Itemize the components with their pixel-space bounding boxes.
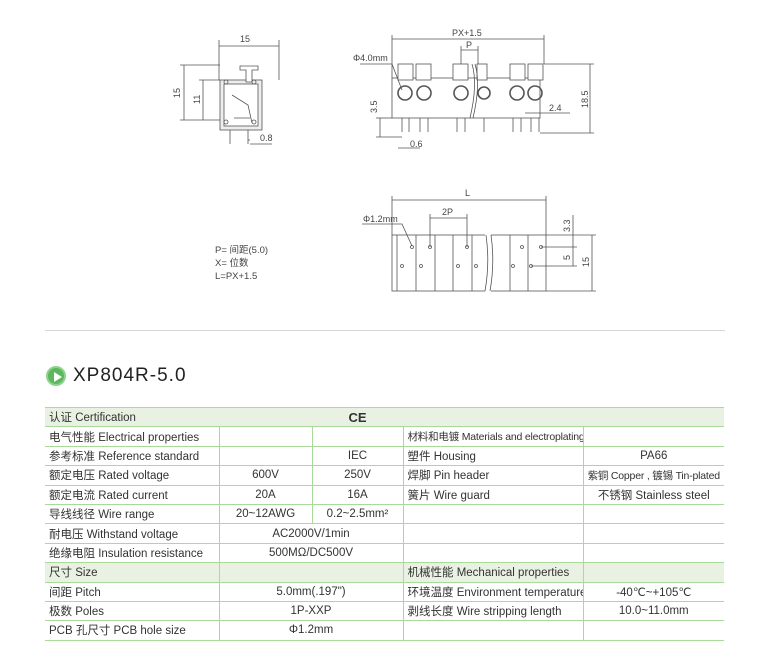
cell-value	[582, 620, 724, 641]
cell-value	[582, 426, 724, 447]
cell-value: 1P-XXP	[218, 600, 403, 622]
note-length: L=PX+1.5	[215, 271, 258, 282]
cell-value: IEC	[311, 445, 403, 467]
cell-label: 间距 Pitch	[45, 581, 219, 602]
cell-label: 机械性能 Mechanical properties	[402, 562, 583, 583]
cell-value: 10.0~11.0mm	[582, 600, 724, 622]
cell-label: 认证 Certification	[45, 406, 219, 428]
cell-label	[402, 523, 583, 544]
dim-front-pinw: 0.6	[410, 139, 423, 149]
cell-value: 0.2~2.5mm²	[311, 503, 403, 525]
cell-value	[218, 445, 312, 467]
dim-bottom-edge: 3.3	[562, 219, 572, 232]
cell-label	[402, 503, 583, 525]
cell-value: 250V	[311, 465, 403, 486]
cell-label: 额定电流 Rated current	[45, 484, 219, 505]
spec-table: 认证 Certification CE 电气性能 Electrical prop…	[45, 406, 724, 641]
cell-label: 材料和电镀 Materials and electroplating	[402, 426, 583, 447]
table-row: 电气性能 Electrical properties 材料和电镀 Material…	[45, 426, 724, 447]
dim-bottom-rowgap: 5	[562, 255, 572, 260]
play-circle-icon	[46, 366, 66, 386]
table-row: 尺寸 Size 机械性能 Mechanical properties	[45, 562, 724, 583]
cell-label: PCB 孔尺寸 PCB hole size	[45, 620, 219, 641]
cell-value: 500MΩ/DC500V	[218, 542, 403, 564]
dim-bottom-depth: 15	[581, 257, 591, 267]
dim-side-width: 15	[240, 34, 250, 44]
cell-label: 导线线径 Wire range	[45, 503, 219, 525]
section-divider	[45, 330, 725, 331]
cell-label: 极数 Poles	[45, 600, 219, 622]
cell-label: 剥线长度 Wire stripping length	[402, 600, 583, 622]
cell-value: 不锈钢 Stainless steel	[582, 484, 724, 505]
product-title: XP804R-5.0	[46, 365, 187, 387]
cell-value: -40℃~+105℃	[582, 581, 724, 602]
cell-label: 环境温度 Environment temperature	[402, 581, 583, 602]
cell-label: 绝缘电阻 Insulation resistance	[45, 542, 219, 564]
side-view-drawing: 15 15 11 0.8	[172, 34, 280, 145]
cell-value: 20A	[218, 484, 312, 505]
cell-label: 塑件 Housing	[402, 445, 583, 467]
dim-bottom-hole: Φ1.2mm	[363, 214, 398, 224]
cell-value	[582, 562, 724, 583]
cell-label: 耐电压 Withstand voltage	[45, 523, 219, 544]
cell-value: 20~12AWG	[218, 503, 312, 525]
dim-side-pin: 0.8	[260, 133, 273, 143]
dim-side-height: 15	[172, 88, 182, 98]
cell-label	[402, 542, 583, 564]
cell-value	[218, 426, 312, 447]
cell-value: Φ1.2mm	[218, 620, 403, 641]
ce-mark: CE	[312, 406, 403, 428]
bottom-view-drawing: L 2P Φ1.2mm 3.3 5 15	[362, 188, 596, 292]
cell-value	[582, 542, 724, 564]
front-view-drawing: PX+1.5 P Φ4.0mm 3.5 0.6 2.4 18.5	[353, 28, 594, 149]
dim-front-offset: 2.4	[549, 103, 562, 113]
cell-value	[582, 503, 724, 525]
product-title-text: XP804R-5.0	[73, 365, 187, 386]
cell-label: 尺寸 Size	[45, 562, 219, 583]
dimension-notes: P= 间距(5.0) X= 位数 L=PX+1.5	[215, 244, 268, 283]
cell-value: 16A	[311, 484, 403, 505]
cell-value: 紫铜 Copper , 镀锡 Tin-plated	[582, 465, 724, 486]
dim-front-hole: Φ4.0mm	[353, 53, 388, 63]
cell-label: 簧片 Wire guard	[402, 484, 583, 505]
cell-value	[218, 562, 403, 583]
cell-label	[402, 620, 583, 641]
dim-bottom-length: L	[465, 188, 470, 198]
cell-value: AC2000V/1min	[218, 523, 403, 544]
cell-value	[582, 523, 724, 544]
dim-front-total: PX+1.5	[452, 28, 482, 38]
dim-front-height: 18.5	[580, 90, 590, 108]
cell-value: 5.0mm(.197")	[218, 581, 403, 602]
cell-value: 600V	[218, 465, 312, 486]
cell-label: 额定电压 Rated voltage	[45, 465, 219, 486]
dim-bottom-2p: 2P	[442, 207, 453, 217]
technical-drawings: 15 15 11 0.8 PX+1.5 P Φ4.0mm 3.5 0.6	[172, 28, 596, 292]
cell-label: 参考标准 Reference standard	[45, 445, 219, 467]
cell-value: PA66	[582, 445, 724, 467]
table-row-certification: 认证 Certification CE	[45, 406, 724, 428]
cell-value	[311, 426, 403, 447]
cell-label: 焊脚 Pin header	[402, 465, 583, 486]
dim-side-inner: 11	[192, 95, 202, 104]
dim-front-pinlen: 3.5	[369, 100, 379, 113]
note-pitch: P= 间距(5.0)	[215, 245, 269, 256]
dim-front-pitch: P	[466, 40, 472, 50]
note-positions: X= 位数	[215, 258, 249, 269]
cell-label: 电气性能 Electrical properties	[45, 426, 219, 447]
